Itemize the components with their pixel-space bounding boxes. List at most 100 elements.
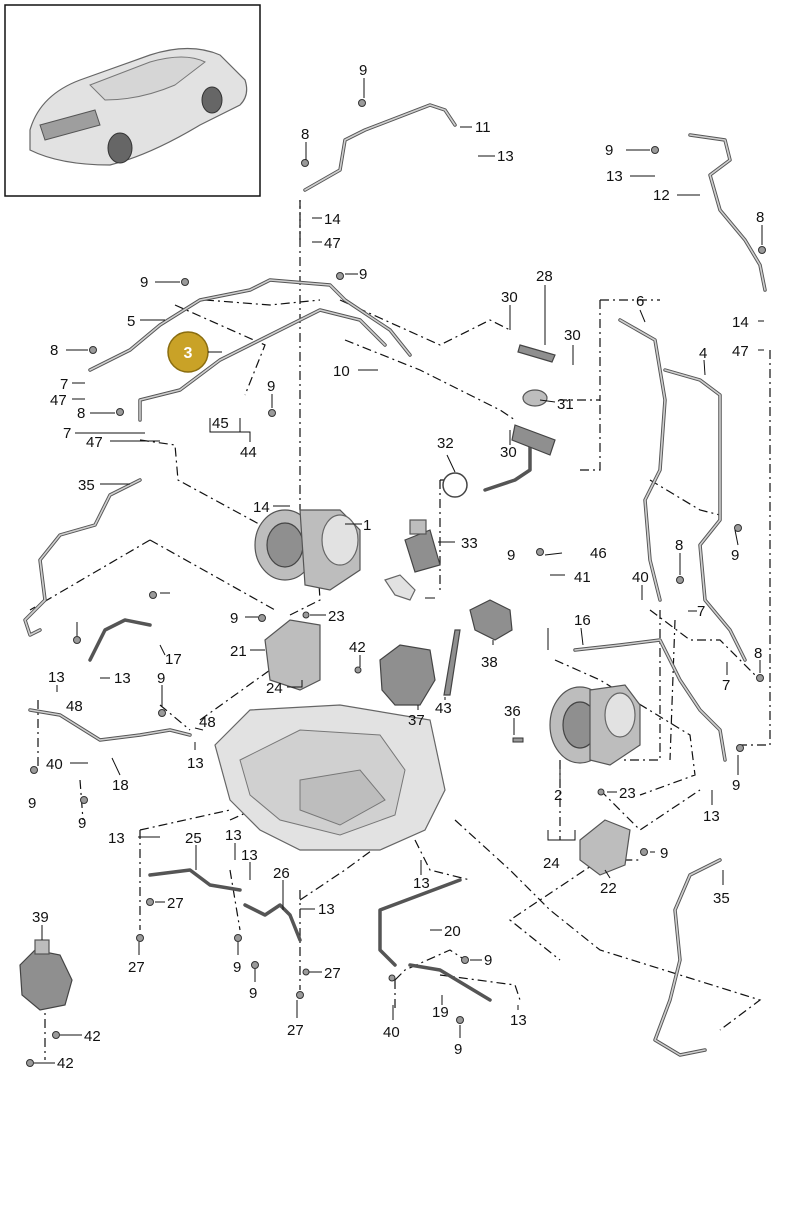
part-label: 26 [273, 865, 290, 882]
part-label: 5 [127, 313, 135, 330]
part-21 [264, 619, 321, 691]
highlight-part-3[interactable]: 3 [167, 331, 222, 373]
part-label: 2 [554, 787, 562, 804]
part-label: 7 [697, 603, 705, 620]
part-label: 28 [536, 268, 553, 285]
part-label: 27 [167, 895, 184, 912]
part-label: 3 [184, 345, 193, 362]
part-label: 47 [86, 434, 103, 451]
part-label: 12 [653, 187, 670, 204]
part-label: 11 [475, 119, 491, 136]
part-label: 42 [57, 1055, 74, 1072]
part-29 [511, 424, 556, 456]
part-label: 9 [249, 985, 257, 1002]
part-34 [384, 574, 416, 601]
part-label: 9 [267, 378, 275, 395]
part-label: 47 [732, 343, 749, 360]
part-label: 40 [383, 1024, 400, 1041]
part-label: 35 [78, 477, 95, 494]
turbocharger-1 [254, 509, 361, 591]
part-28 [517, 344, 556, 363]
part-label: 9 [731, 547, 739, 564]
part-label: 1 [363, 517, 371, 534]
part-label: 7 [60, 376, 68, 393]
part-label: 36 [504, 703, 521, 720]
part-33 [404, 519, 441, 573]
part-label: 8 [756, 209, 764, 226]
part-label: 35 [713, 890, 730, 907]
part-22 [579, 819, 631, 876]
part-label: 24 [266, 680, 283, 697]
part-label: 13 [413, 875, 430, 892]
part-label: 8 [50, 342, 58, 359]
part-label: 30 [501, 289, 518, 306]
part-label: 43 [435, 700, 452, 717]
part-label: 8 [675, 537, 683, 554]
part-label: 13 [318, 901, 335, 918]
part-label: 22 [600, 880, 617, 897]
part-label: 23 [619, 785, 636, 802]
part-label: 13 [108, 830, 125, 847]
part-label: 17 [165, 651, 182, 668]
part-label: 30 [500, 444, 517, 461]
part-labels: 9 11 13 8 14 47 9 13 12 8 9 9 5 8 10 28 … [28, 62, 764, 1072]
part-label: 27 [128, 959, 145, 976]
part-label: 9 [230, 610, 238, 627]
part-label: 40 [632, 569, 649, 586]
part-label: 30 [564, 327, 581, 344]
part-label: 45 [212, 415, 229, 432]
part-label: 9 [78, 815, 86, 832]
part-label: 46 [590, 545, 607, 562]
part-label: 9 [732, 777, 740, 794]
part-label: 9 [507, 547, 515, 564]
part-label: 9 [28, 795, 36, 812]
part-label: 13 [241, 847, 258, 864]
turbocharger-2 [549, 684, 641, 766]
part-label: 18 [112, 777, 129, 794]
part-label: 9 [605, 142, 613, 159]
part-label: 9 [660, 845, 668, 862]
part-label: 14 [324, 211, 341, 228]
part-label: 9 [359, 266, 367, 283]
part-label: 42 [349, 639, 366, 656]
part-label: 13 [114, 670, 131, 687]
part-label: 13 [48, 669, 65, 686]
part-label: 13 [606, 168, 623, 185]
part-label: 24 [543, 855, 560, 872]
part-label: 40 [46, 756, 63, 773]
part-label: 47 [324, 235, 341, 252]
part-43 [443, 629, 461, 696]
part-label: 42 [84, 1028, 101, 1045]
part-label: 13 [703, 808, 720, 825]
part-label: 7 [63, 425, 71, 442]
part-label: 10 [333, 363, 350, 380]
part-label: 8 [754, 645, 762, 662]
leader-lines [34, 78, 764, 1064]
part-label: 6 [636, 293, 644, 310]
part-label: 9 [359, 62, 367, 79]
part-label: 8 [77, 405, 85, 422]
fasteners [26, 99, 766, 1067]
part-label: 25 [185, 830, 202, 847]
part-label: 37 [408, 712, 425, 729]
pipes [23, 103, 767, 1057]
part-label: 41 [574, 569, 591, 586]
part-label: 39 [32, 909, 49, 926]
part-label: 27 [287, 1022, 304, 1039]
part-label: 38 [481, 654, 498, 671]
part-32 [442, 472, 468, 498]
part-label: 8 [301, 126, 309, 143]
part-label: 23 [328, 608, 345, 625]
part-label: 14 [732, 314, 749, 331]
part-31 [522, 389, 548, 407]
part-label: 19 [432, 1004, 449, 1021]
part-label: 4 [699, 345, 707, 362]
part-label: 31 [557, 396, 574, 413]
car-thumbnail [4, 4, 261, 197]
part-label: 13 [225, 827, 242, 844]
part-label: 47 [50, 392, 67, 409]
part-label: 44 [240, 444, 257, 461]
part-37 [379, 644, 436, 706]
part-38 [469, 599, 513, 641]
part-label: 14 [253, 499, 270, 516]
